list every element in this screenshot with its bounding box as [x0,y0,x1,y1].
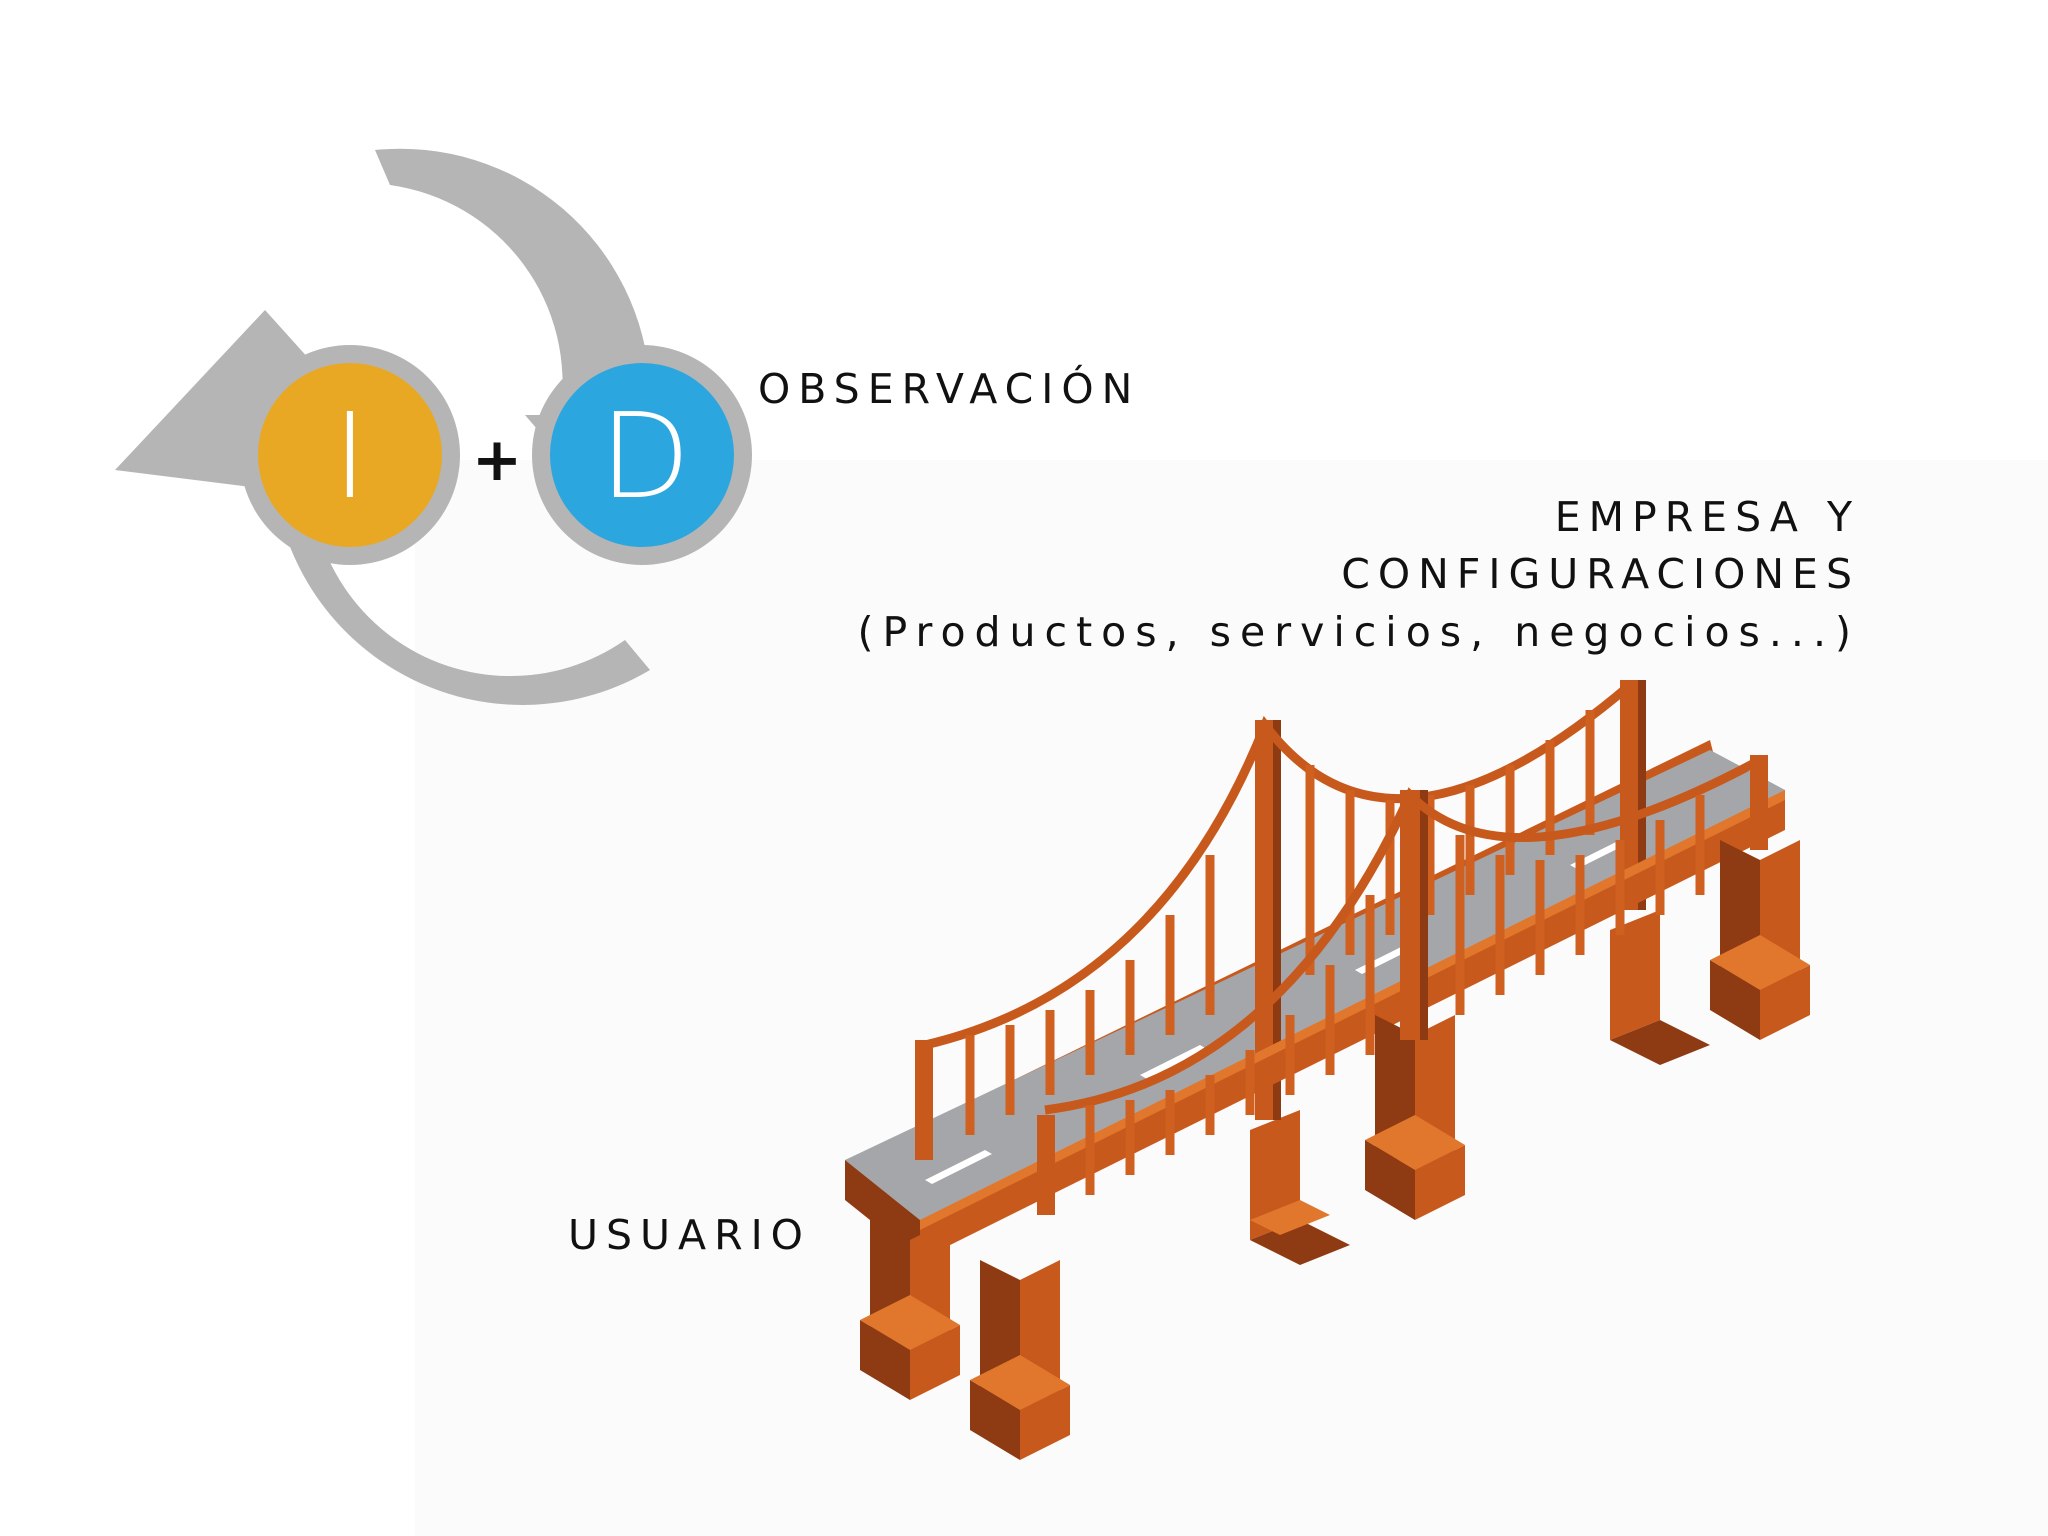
i-mas-d-logo: I + D [105,125,885,765]
cycle-arrow-bottom-icon [115,310,650,705]
bridge-back-suspenders [965,710,1595,1135]
letter-i: I [333,387,368,525]
circle-i [258,363,442,547]
label-observacion: OBSERVACIÓN [758,365,1141,413]
plus-sign: + [472,425,522,495]
label-usuario: USUARIO [568,1211,811,1259]
bridge-front-beam [845,790,1785,1260]
bridge-back-towers [915,680,1646,1160]
label-empresa-line3: (Productos, servicios, negocios...) [857,608,1860,656]
circle-d [550,363,734,547]
label-empresa-line1: EMPRESA Y [1554,493,1860,541]
letter-d: D [600,387,691,525]
bridge-back-piers [1250,910,1710,1265]
bridge-front-towers [1037,755,1768,1215]
bridge-front-suspenders [1085,795,1705,1195]
bridge-front-cable [1044,756,1763,1115]
bridge-front-piers [860,840,1810,1460]
label-empresa-line2: CONFIGURACIONES [1341,550,1860,598]
bridge-back-cable [923,681,1633,1050]
suspension-bridge-icon [830,660,1870,1460]
